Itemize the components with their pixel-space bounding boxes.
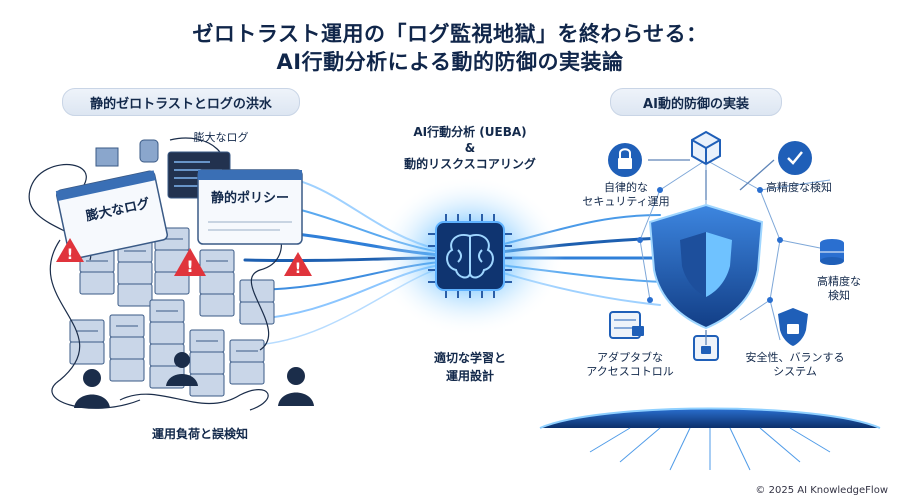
adaptive-access-line1: アダプタブな [597, 351, 663, 364]
balance-shield-icon [778, 308, 808, 346]
ueba-label-line2: & [464, 141, 476, 155]
warning-icon: ! [284, 252, 312, 277]
brain-icon [446, 234, 494, 279]
svg-text:!: ! [295, 261, 301, 277]
balance-system-line2: システム [773, 365, 817, 378]
autonomous-label-line2: セキュリティ運用 [582, 195, 670, 208]
learning-label-line1: 適切な学習と [433, 351, 506, 365]
device-lock-icon [693, 335, 719, 361]
operation-load-label: 運用負荷と誤検知 [151, 427, 248, 441]
network-lines [639, 159, 831, 341]
huge-logs-window [55, 170, 169, 260]
svg-text:!: ! [67, 247, 73, 263]
copyright-footer: © 2025 AI KnowledgeFlow [755, 485, 888, 496]
static-policy-label: 静的ポリシー [210, 191, 289, 206]
huge-logs-label: 膨大なログ [193, 131, 249, 144]
warning-icon: ! [56, 238, 84, 263]
lock-shield-icon [608, 143, 642, 177]
database-icon [820, 239, 844, 265]
check-badge-icon [778, 141, 812, 175]
balance-system-line1: 安全性、バランする [745, 351, 845, 364]
ai-chip-icon [428, 214, 512, 298]
precise-detection2-line1: 高精度な [817, 275, 861, 288]
network-cube-icon [691, 130, 721, 166]
stressed-person-icon [74, 352, 314, 408]
learning-label-line2: 運用設計 [445, 369, 494, 383]
shield-icon [648, 203, 764, 330]
autonomous-label-line1: 自律的な [604, 181, 648, 194]
left-section-pill: 静的ゼロトラストとログの洪水 [62, 88, 300, 116]
page-title-line2: AI行動分析による動的防御の実装論 [276, 50, 624, 74]
precise-detection2-line2: 検知 [828, 289, 850, 302]
svg-text:!: ! [186, 257, 193, 276]
server-lock-icon [609, 311, 644, 339]
page-title-line1: ゼロトラスト運用の「ログ監視地獄」を終わらせる： [192, 22, 708, 46]
static-policy-window [197, 169, 303, 245]
ueba-label-line3: 動的リスクスコアリング [404, 157, 536, 171]
ueba-label-line1: AI行動分析 (UEBA) [413, 125, 527, 139]
digital-floor [539, 407, 881, 471]
warning-icon: ! [174, 248, 206, 276]
adaptive-access-line2: アクセスコトロル [586, 365, 674, 378]
precise-detection-label: 高精度な検知 [766, 181, 832, 194]
right-section-pill: AI動的防御の実装 [610, 88, 782, 116]
